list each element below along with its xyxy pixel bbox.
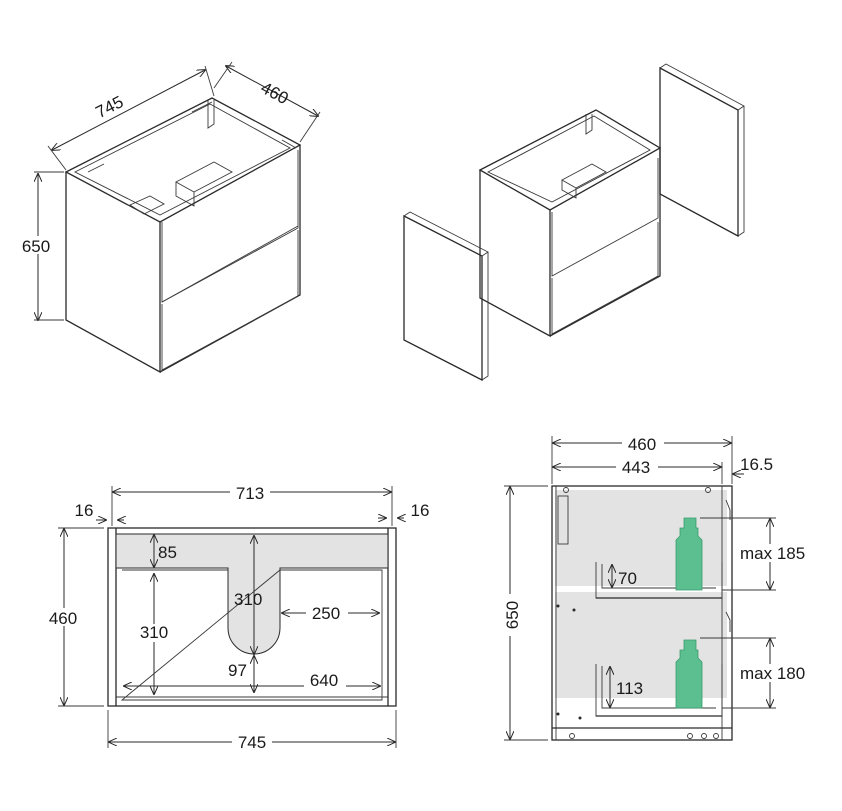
iso-depth-label: 460 bbox=[258, 78, 292, 108]
side-front-label: 16.5 bbox=[740, 455, 773, 474]
top-cutout-offset-label: 250 bbox=[312, 604, 340, 623]
iso-cabinet-closed bbox=[64, 97, 302, 374]
top-drawer-depth-label: 310 bbox=[140, 623, 168, 642]
iso-dimension-width: 745 bbox=[47, 65, 215, 171]
top-left-side-label: 16 bbox=[75, 501, 94, 520]
bottle-upper bbox=[675, 517, 703, 591]
side-outer-depth-label: 460 bbox=[628, 435, 656, 454]
iso-dimension-depth: 460 bbox=[213, 61, 321, 143]
side-lower-clearance-label: max 180 bbox=[740, 664, 805, 683]
iso-dimension-height: 650 bbox=[14, 171, 64, 320]
top-drawer-inner-width-label: 640 bbox=[310, 671, 338, 690]
top-view-cabinet bbox=[107, 527, 397, 707]
iso-cabinet-exploded bbox=[403, 63, 745, 382]
side-upper-drawer-height-label: 70 bbox=[618, 569, 637, 588]
top-cutout-depth-label: 310 bbox=[234, 590, 262, 609]
side-inner-depth-label: 443 bbox=[622, 458, 650, 477]
iso-width-label: 745 bbox=[93, 92, 127, 122]
iso-height-label: 650 bbox=[22, 237, 50, 256]
side-height-label: 650 bbox=[503, 601, 522, 629]
side-lower-drawer-height-label: 113 bbox=[616, 679, 643, 698]
top-depth-label: 460 bbox=[49, 609, 77, 628]
top-inner-width-label: 713 bbox=[236, 484, 264, 503]
top-view-dimensions: 713 16 16 460 745 85 310 250 97 640 310 bbox=[44, 483, 429, 752]
bottle-lower bbox=[675, 639, 703, 709]
side-view-dimensions: 460 443 16.5 650 max 185 70 max 180 113 bbox=[501, 434, 820, 741]
top-cutout-bottom-label: 97 bbox=[228, 661, 247, 680]
side-upper-clearance-label: max 185 bbox=[740, 544, 805, 563]
side-view-cabinet bbox=[551, 485, 733, 741]
top-right-side-label: 16 bbox=[411, 501, 430, 520]
top-outer-width-label: 745 bbox=[238, 733, 266, 752]
top-back-depth-label: 85 bbox=[158, 543, 177, 562]
